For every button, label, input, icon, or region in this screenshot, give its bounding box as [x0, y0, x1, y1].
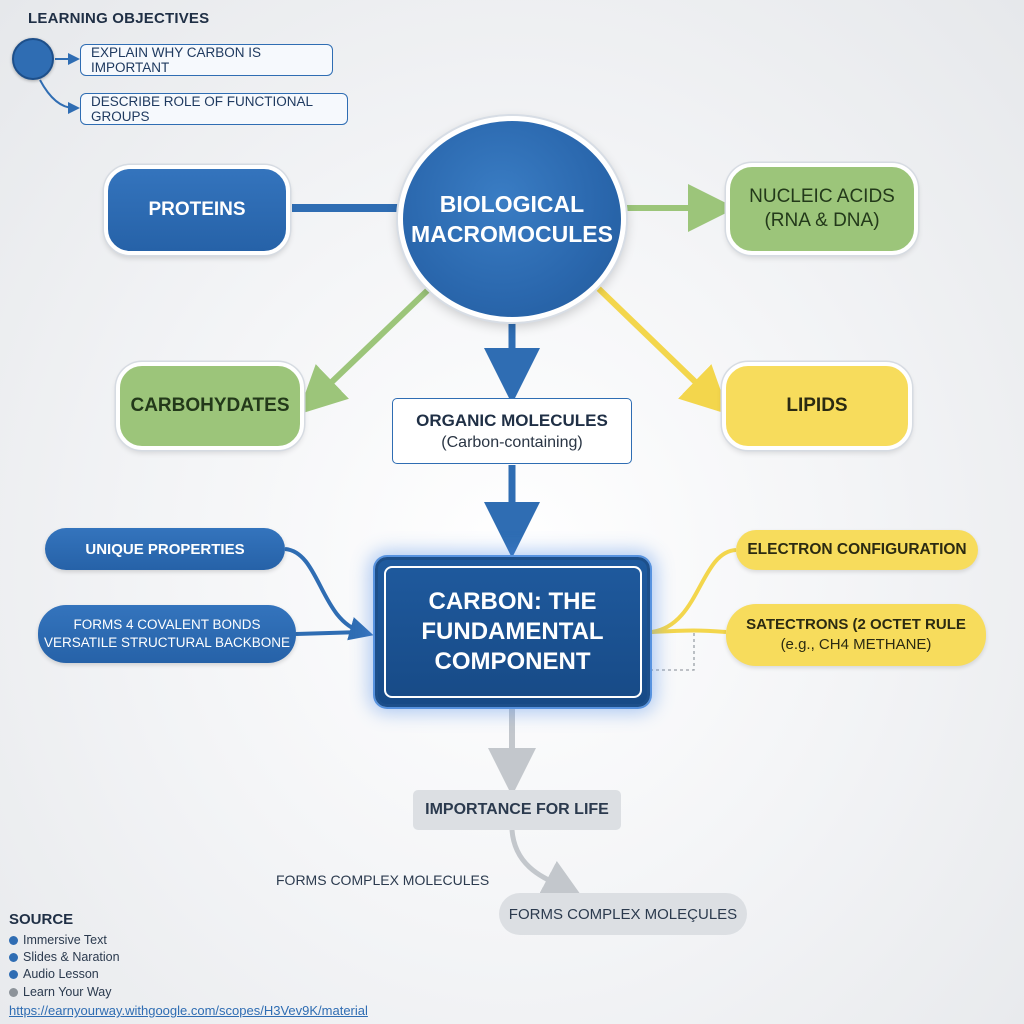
source-item-label: Immersive Text — [23, 933, 107, 947]
nucleic-acids-node[interactable]: NUCLEIC ACIDS (RNA & DNA) — [726, 163, 918, 255]
center-label-line1: BIOLOGICAL — [439, 191, 585, 217]
organic-title: ORGANIC MOLECULES — [416, 410, 608, 430]
source-item[interactable]: Slides & Naration — [9, 950, 120, 964]
carbon-fundamental-node[interactable]: CARBON: THE FUNDAMENTAL COMPONENT — [375, 557, 650, 707]
octet-rule-node[interactable]: SATECTRONS (2 OCTET RULE (e.g., CH4 METH… — [726, 604, 986, 666]
importance-for-life-node[interactable]: IMPORTANCE FOR LIFE — [413, 790, 621, 830]
bullet-dot-icon — [9, 969, 18, 979]
octet-line2: (e.g., CH4 METHANE) — [780, 636, 932, 653]
bullet-dot-icon — [9, 952, 18, 962]
nucleic-label-line1: NUCLEIC ACIDS — [749, 186, 895, 207]
covalent-line1: FORMS 4 COVALENT BONDS — [73, 617, 261, 632]
unique-properties-node[interactable]: UNIQUE PROPERTIES — [45, 528, 285, 570]
source-item[interactable]: Learn Your Way — [9, 985, 111, 999]
center-label-line2: MACROMOCULES — [411, 221, 613, 247]
covalent-line2: VERSATILE STRUCTURAL BACKBONE — [43, 635, 291, 650]
octet-line1: SATECTRONS (2 OCTET RULE — [746, 615, 966, 635]
forms-complex-molecules-node[interactable]: FORMS COMPLEX MOLEÇULES — [499, 893, 747, 935]
learning-objectives-title: LEARNING OBJECTIVES — [28, 10, 210, 27]
objectives-dot-icon — [12, 38, 54, 80]
source-item-label: Slides & Naration — [23, 950, 120, 964]
objective-item-1[interactable]: EXPLAIN WHY CARBON IS IMPORTANT — [80, 44, 333, 76]
carbon-label-line3: COMPONENT — [434, 648, 591, 675]
bullet-dot-icon — [9, 935, 18, 945]
carbon-label-line1: CARBON: THE — [428, 588, 597, 615]
source-title: SOURCE — [9, 911, 74, 928]
electron-configuration-node[interactable]: ELECTRON CONFIGURATION — [736, 530, 978, 570]
proteins-node[interactable]: PROTEINS — [104, 165, 290, 255]
octet-bold-text: SATECTRONS — [746, 616, 849, 633]
biological-macromolecules-node[interactable]: BIOLOGICAL MACROMOCULES — [398, 116, 626, 322]
nucleic-label-line2: (RNA & DNA) — [764, 210, 880, 231]
source-item-label: Audio Lesson — [23, 967, 99, 981]
source-item[interactable]: Immersive Text — [9, 933, 107, 947]
covalent-bonds-node[interactable]: FORMS 4 COVALENT BONDS VERSATILE STRUCTU… — [38, 605, 296, 663]
source-item[interactable]: Audio Lesson — [9, 967, 99, 981]
organic-subtitle: (Carbon-containing) — [441, 433, 583, 451]
bullet-dot-icon — [9, 987, 18, 997]
forms-complex-molecules-label: FORMS COMPLEX MOLECULES — [276, 872, 490, 888]
organic-molecules-node[interactable]: ORGANIC MOLECULES (Carbon-containing) — [392, 398, 632, 464]
carbohydrates-node[interactable]: CARBOHYDATES — [116, 362, 304, 450]
source-link[interactable]: https://earnyourway.withgoogle.com/scope… — [9, 1003, 368, 1018]
source-item-label: Learn Your Way — [23, 985, 112, 999]
objective-item-2[interactable]: DESCRIBE ROLE OF FUNCTIONAL GROUPS — [80, 93, 348, 125]
lipids-node[interactable]: LIPIDS — [722, 362, 912, 450]
carbon-label-line2: FUNDAMENTAL — [421, 618, 604, 645]
octet-rest-text: (2 OCTET RULE — [848, 616, 966, 633]
carbon-inner-frame: CARBON: THE FUNDAMENTAL COMPONENT — [383, 566, 642, 698]
